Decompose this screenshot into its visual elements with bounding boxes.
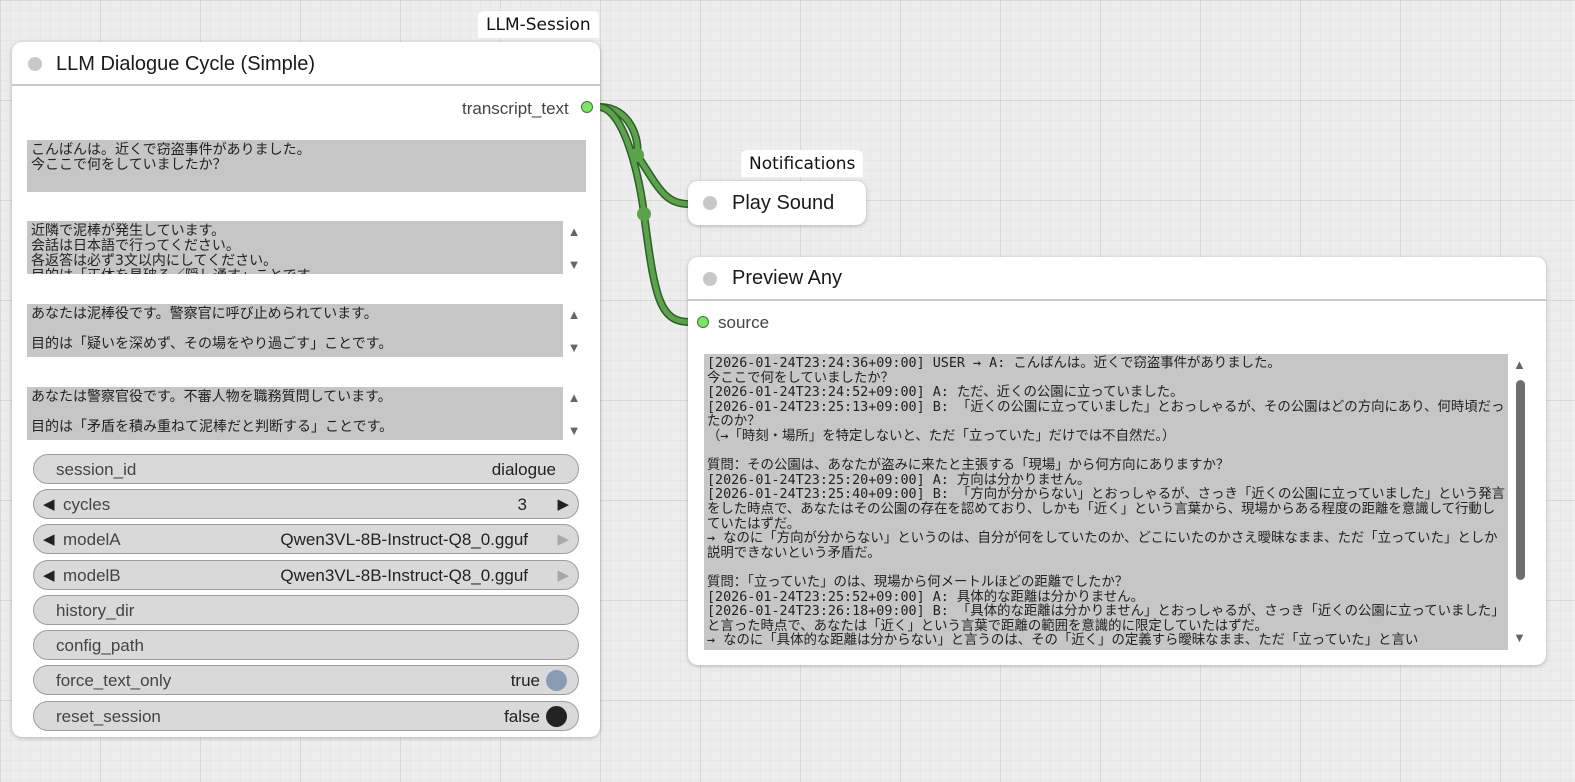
group-tag-notifications[interactable]: Notifications [741, 150, 864, 177]
model-a-combo[interactable]: ◀ modelA Qwen3VL-8B-Instruct-Q8_0.gguf ▶ [33, 524, 579, 554]
reset-session-toggle[interactable]: reset_session false [33, 701, 579, 731]
scroll-down-icon[interactable]: ▼ [567, 340, 581, 355]
collapse-dot-icon[interactable] [703, 272, 717, 286]
collapse-dot-icon[interactable] [703, 196, 717, 210]
widget-value: Qwen3VL-8B-Instruct-Q8_0.gguf [280, 530, 528, 549]
widget-label: history_dir [56, 601, 135, 620]
previous-arrow-icon[interactable]: ◀ [43, 531, 55, 548]
scrollbar-thumb[interactable] [1516, 380, 1525, 580]
node-title: Preview Any [732, 267, 843, 289]
preview-output-text[interactable]: [2026-01-24T23:24:36+09:00] USER → A: こん… [704, 354, 1508, 650]
input-slot-label: source [718, 313, 770, 332]
next-arrow-icon[interactable]: ▶ [557, 531, 569, 548]
scroll-down-icon[interactable]: ▼ [1513, 630, 1526, 645]
widget-label: reset_session [56, 707, 161, 726]
toggle-on-indicator[interactable] [546, 670, 567, 691]
node-title: Play Sound [732, 192, 835, 214]
link-midpoint-handle [637, 207, 651, 221]
role-b-prompt-scroll[interactable]: ▲ ▼ [566, 390, 582, 438]
previous-arrow-icon[interactable]: ◀ [43, 567, 55, 584]
opening-prompt-textarea[interactable]: こんばんは。近くで窃盗事件がありました。 今ここで何をしていましたか？ [27, 140, 586, 192]
config-path-widget[interactable]: config_path [33, 630, 579, 660]
system-prompt-textarea[interactable]: 近隣で泥棒が発生しています。 会話は日本語で行ってください。 各返答は必ず3文以… [27, 221, 563, 274]
next-arrow-icon[interactable]: ▶ [557, 567, 569, 584]
role-b-prompt-textarea[interactable]: あなたは警察官役です。不審人物を職務質問しています。 目的は「矛盾を積み重ねて泥… [27, 387, 563, 440]
scroll-down-icon[interactable]: ▼ [567, 257, 581, 272]
input-slot-dot[interactable] [697, 316, 709, 328]
session-id-widget[interactable]: session_id dialogue [33, 454, 579, 484]
widget-label: modelB [63, 566, 121, 585]
widget-value: true [510, 671, 540, 690]
cycles-widget[interactable]: ◀ cycles 3 ▶ [33, 489, 579, 519]
widget-value: 3 [517, 495, 527, 514]
decrement-arrow-icon[interactable]: ◀ [43, 496, 55, 513]
node-header[interactable]: LLM Dialogue Cycle (Simple) [12, 42, 600, 86]
widget-label: session_id [56, 460, 137, 479]
widget-value: dialogue [491, 460, 556, 479]
widget-label: force_text_only [56, 671, 172, 690]
output-slot-label: transcript_text [462, 99, 569, 118]
increment-arrow-icon[interactable]: ▶ [557, 496, 569, 513]
scroll-up-icon[interactable]: ▲ [1513, 357, 1526, 372]
widget-label: modelA [63, 530, 121, 549]
scroll-up-icon[interactable]: ▲ [567, 390, 581, 405]
scroll-down-icon[interactable]: ▼ [567, 423, 581, 438]
force-text-only-toggle[interactable]: force_text_only true [33, 665, 579, 695]
preview-scrollbar[interactable]: ▲ ▼ [1512, 354, 1528, 650]
node-header[interactable]: Preview Any [688, 257, 1546, 301]
role-a-prompt-textarea[interactable]: あなたは泥棒役です。警察官に呼び止められています。 目的は「疑いを深めず、その場… [27, 304, 563, 357]
widget-value: Qwen3VL-8B-Instruct-Q8_0.gguf [280, 566, 528, 585]
collapse-dot-icon[interactable] [28, 57, 42, 71]
history-dir-widget[interactable]: history_dir [33, 595, 579, 625]
toggle-off-indicator[interactable] [546, 706, 567, 727]
widget-label: cycles [63, 495, 111, 514]
widget-value: false [504, 707, 540, 726]
scroll-up-icon[interactable]: ▲ [567, 224, 581, 239]
system-prompt-scroll[interactable]: ▲ ▼ [566, 224, 582, 272]
link-midpoint-handle [630, 148, 644, 162]
widget-label: config_path [56, 636, 144, 655]
model-b-combo[interactable]: ◀ modelB Qwen3VL-8B-Instruct-Q8_0.gguf ▶ [33, 560, 579, 590]
group-tag-llm-session[interactable]: LLM-Session [478, 11, 599, 38]
role-a-prompt-scroll[interactable]: ▲ ▼ [566, 307, 582, 355]
output-slot-dot[interactable] [581, 101, 593, 113]
node-title: LLM Dialogue Cycle (Simple) [56, 53, 315, 75]
play-sound-node[interactable]: Play Sound [688, 181, 866, 225]
scroll-up-icon[interactable]: ▲ [567, 307, 581, 322]
